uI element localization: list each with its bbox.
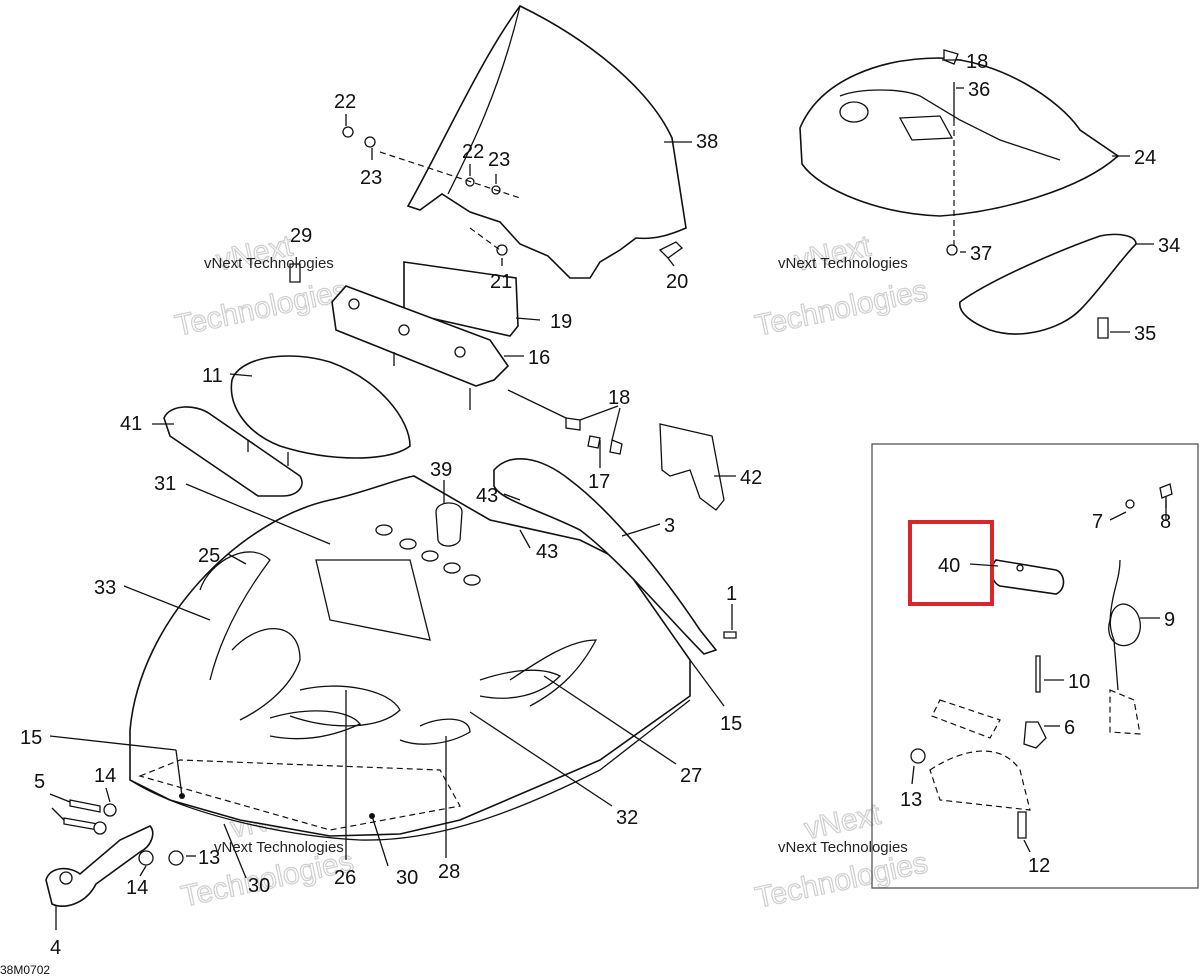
part-label-5: 5 <box>34 771 45 793</box>
part-label-29: 29 <box>290 225 312 247</box>
watermark-company-a: vNext Technologies <box>204 255 334 272</box>
part-label-38: 38 <box>696 131 718 153</box>
part-label-41: 41 <box>120 413 142 435</box>
console-group <box>289 261 567 419</box>
watermark-line2-d: Technologies <box>752 846 930 915</box>
part-label-26: 26 <box>334 867 356 889</box>
part-label-42: 42 <box>740 467 762 489</box>
part-label-43a: 43 <box>476 485 498 507</box>
part-label-30b: 30 <box>396 867 418 889</box>
hood-group <box>129 475 691 841</box>
part-label-39: 39 <box>430 459 452 481</box>
part-label-15b: 15 <box>720 713 742 735</box>
watermark-company-c: vNext Technologies <box>214 839 344 856</box>
part-label-21: 21 <box>490 271 512 293</box>
seat-group <box>163 355 411 497</box>
part-label-36: 36 <box>968 79 990 101</box>
part-label-35: 35 <box>1134 323 1156 345</box>
part-label-6: 6 <box>1064 717 1075 739</box>
part-label-27: 27 <box>680 765 702 787</box>
part-label-22b: 22 <box>462 141 484 163</box>
top-right-panel-group <box>799 49 1137 339</box>
part-label-14a: 14 <box>94 765 116 787</box>
part-label-15a: 15 <box>20 727 42 749</box>
part-label-10: 10 <box>1068 671 1090 693</box>
part-label-17: 17 <box>588 471 610 493</box>
part-label-25: 25 <box>198 545 220 567</box>
part-label-22a: 22 <box>334 91 356 113</box>
watermark-company-b: vNext Technologies <box>778 255 908 272</box>
part-label-43b: 43 <box>536 541 558 563</box>
diagram-code: 38M0702 <box>0 963 50 976</box>
part-label-13b: 13 <box>900 789 922 811</box>
part-label-8: 8 <box>1160 511 1171 533</box>
part-label-7: 7 <box>1092 511 1103 533</box>
windshield-group <box>342 4 687 279</box>
part-label-16: 16 <box>528 347 550 369</box>
part-label-24: 24 <box>1134 147 1156 169</box>
part-label-3: 3 <box>664 515 675 537</box>
part-label-37: 37 <box>970 243 992 265</box>
part-label-12: 12 <box>1028 855 1050 877</box>
watermark-line2-a: Technologies <box>172 274 350 343</box>
inset-box <box>871 443 1199 889</box>
mirror-group <box>45 799 184 908</box>
part-label-11: 11 <box>202 365 223 387</box>
watermark-company-d: vNext Technologies <box>778 839 908 856</box>
part-label-13a: 13 <box>198 847 220 869</box>
part-labels: 22 23 22 23 38 29 21 20 19 16 11 41 18 1… <box>20 51 1180 959</box>
part-label-34: 34 <box>1158 235 1180 257</box>
part-label-20: 20 <box>666 271 688 293</box>
part-label-9: 9 <box>1164 609 1175 631</box>
part-label-32: 32 <box>616 807 638 829</box>
watermark-small: vNext Technologies vNext Technologies vN… <box>204 255 908 856</box>
part-label-14b: 14 <box>126 877 148 899</box>
part-label-40: 40 <box>938 555 960 577</box>
leader-lines <box>49 59 1167 930</box>
part-label-19: 19 <box>550 311 572 333</box>
part-label-23a: 23 <box>360 167 382 189</box>
highlight-box-40 <box>908 520 994 606</box>
part-label-33: 33 <box>94 577 116 599</box>
side-trim-group <box>493 417 737 655</box>
part-label-28: 28 <box>438 861 460 883</box>
part-label-30a: 30 <box>248 875 270 897</box>
part-label-23b: 23 <box>488 149 510 171</box>
part-label-4: 4 <box>50 937 61 959</box>
part-label-31: 31 <box>154 473 176 495</box>
part-label-18b: 18 <box>966 51 988 73</box>
watermark-line2-b: Technologies <box>752 274 930 343</box>
part-label-1: 1 <box>726 583 737 605</box>
part-label-18a: 18 <box>608 387 630 409</box>
